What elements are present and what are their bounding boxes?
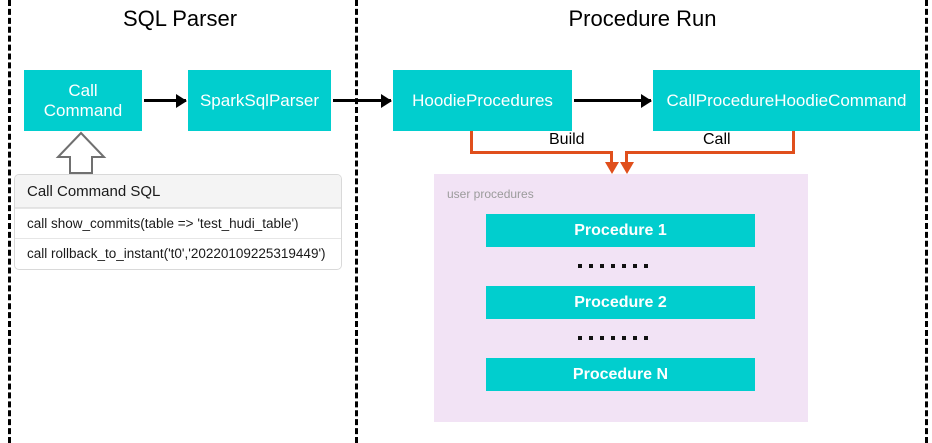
call-connector-horizontal xyxy=(625,151,795,154)
user-procedures-label: user procedures xyxy=(447,187,534,201)
call-command-sql-table: Call Command SQL call show_commits(table… xyxy=(14,174,342,270)
arrow-hoodie-procedures-to-call-procedure-hoodie-command xyxy=(574,99,651,102)
node-call-command-line1: Call xyxy=(68,80,98,100)
node-call-procedure-hoodie-command-label: CallProcedureHoodieCommand xyxy=(666,90,907,110)
node-call-command[interactable]: Call Command xyxy=(24,70,142,131)
arrow-spark-sql-parser-to-hoodie-procedures xyxy=(333,99,391,102)
edge-label-build: Build xyxy=(543,131,591,149)
edge-label-call: Call xyxy=(697,131,737,149)
build-connector-vertical-left xyxy=(470,131,473,153)
procedure-box-1-label: Procedure 1 xyxy=(574,221,667,239)
node-hoodie-procedures-label: HoodieProcedures xyxy=(412,90,553,110)
build-connector-vertical-down xyxy=(610,151,613,164)
upward-arrow-icon xyxy=(55,131,107,175)
node-hoodie-procedures[interactable]: HoodieProcedures xyxy=(393,70,572,131)
divider-middle-dashed xyxy=(355,0,358,443)
node-call-procedure-hoodie-command[interactable]: CallProcedureHoodieCommand xyxy=(653,70,920,131)
call-connector-arrowhead xyxy=(619,162,634,174)
procedure-box-2-label: Procedure 2 xyxy=(574,293,667,311)
build-connector-horizontal xyxy=(470,151,613,154)
call-connector-vertical-down xyxy=(625,151,628,164)
arrow-call-command-to-spark-sql-parser xyxy=(144,99,186,102)
node-call-command-line2: Command xyxy=(43,100,123,120)
sql-table-header: Call Command SQL xyxy=(15,175,341,208)
procedure-separator-dots xyxy=(578,264,648,268)
procedure-separator-dots xyxy=(578,336,648,340)
section-title-procedure-run: Procedure Run xyxy=(568,6,717,31)
divider-right-dashed xyxy=(925,0,928,443)
procedure-box-n-label: Procedure N xyxy=(572,365,669,383)
procedure-box-1[interactable]: Procedure 1 xyxy=(486,214,755,247)
procedure-box-2[interactable]: Procedure 2 xyxy=(486,286,755,319)
divider-left-dashed xyxy=(8,0,11,443)
build-connector-arrowhead xyxy=(604,162,619,174)
call-connector-vertical-right xyxy=(792,131,795,153)
node-spark-sql-parser-label: SparkSqlParser xyxy=(199,90,320,110)
sql-table-row: call show_commits(table => 'test_hudi_ta… xyxy=(15,208,341,238)
node-spark-sql-parser[interactable]: SparkSqlParser xyxy=(188,70,331,131)
sql-table-row: call rollback_to_instant('t0','202201092… xyxy=(15,238,341,268)
section-title-sql-parser: SQL Parser xyxy=(122,6,238,31)
procedure-box-n[interactable]: Procedure N xyxy=(486,358,755,391)
